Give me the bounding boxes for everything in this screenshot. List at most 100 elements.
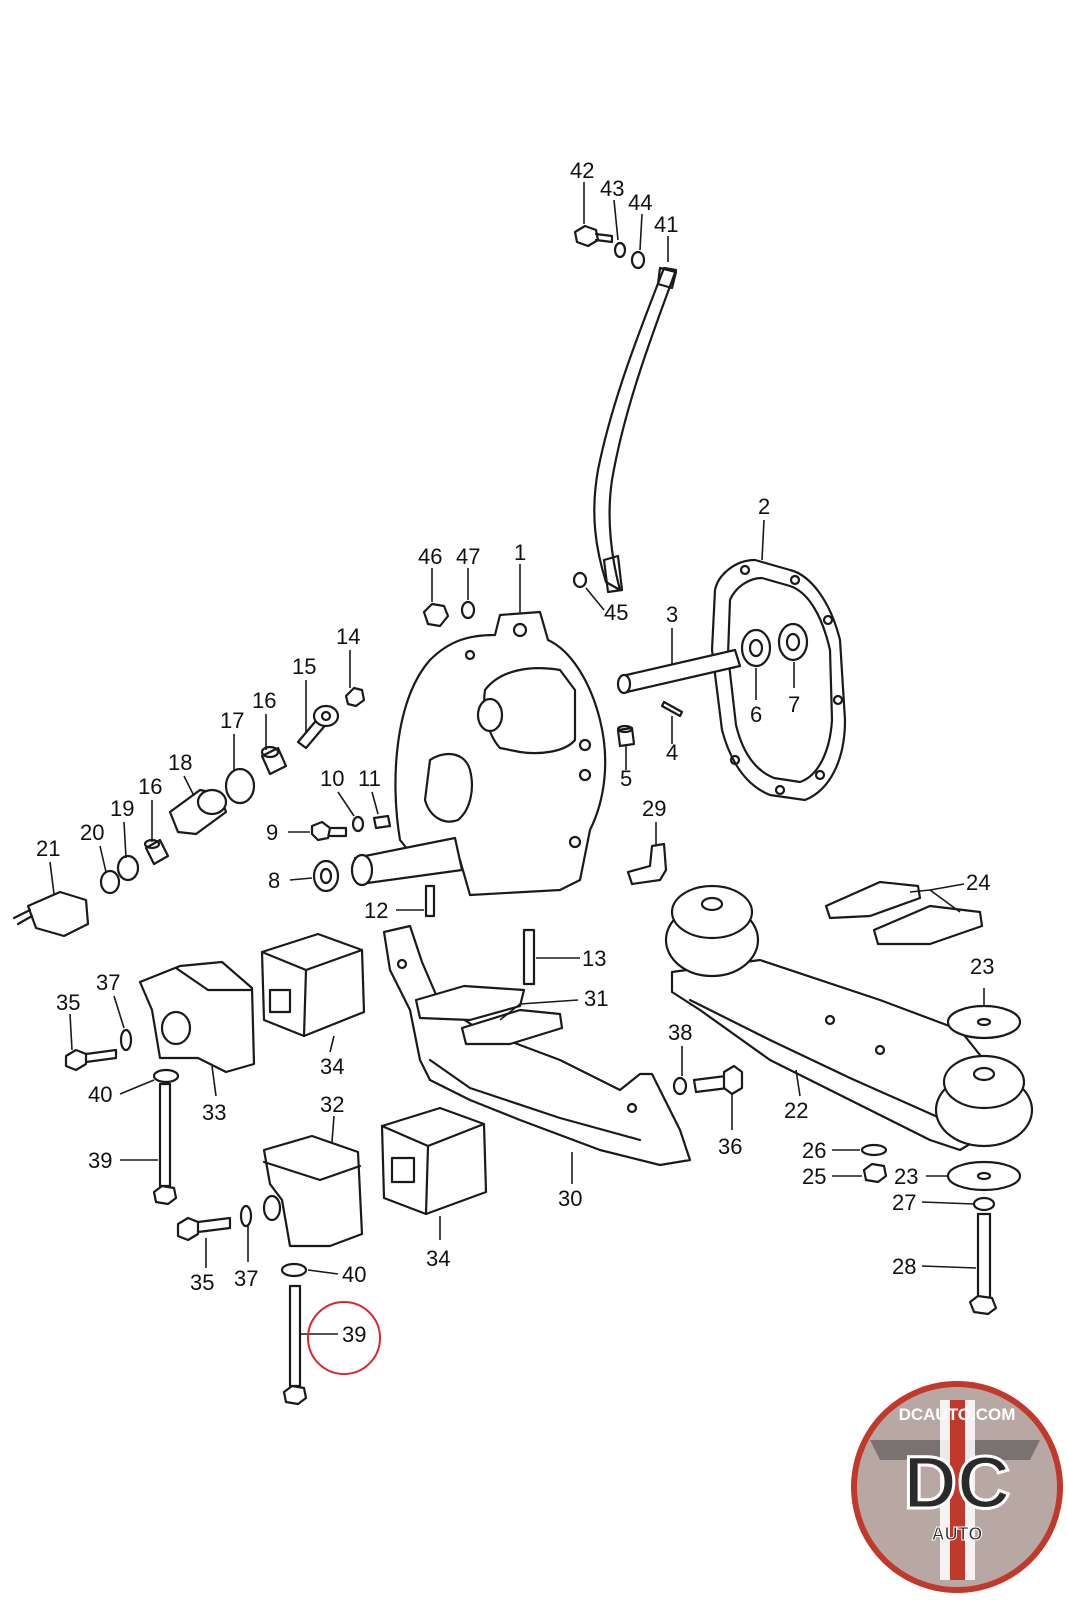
callout-41: 41 xyxy=(654,212,678,237)
engine-mount-bracket-33 xyxy=(138,960,256,1074)
bolt-35-bottom xyxy=(176,1216,232,1242)
callout-20: 20 xyxy=(80,820,104,845)
engine-mount-bracket-32 xyxy=(262,1134,364,1248)
stud-12 xyxy=(424,884,436,918)
seal-19 xyxy=(116,854,140,882)
shift-shaft xyxy=(616,648,742,695)
callout-34-top: 34 xyxy=(320,1054,344,1079)
callout-32: 32 xyxy=(320,1092,344,1117)
callout-37-top: 37 xyxy=(96,970,120,995)
transmission-cover-plate xyxy=(710,558,847,802)
callout-46: 46 xyxy=(418,544,442,569)
washer-40-top xyxy=(152,1068,180,1084)
callout-8: 8 xyxy=(268,868,280,893)
logo-url: DCAUTO.COM xyxy=(899,1405,1016,1424)
o-ring-17 xyxy=(224,767,256,805)
washer-26 xyxy=(860,1143,888,1157)
callout-18: 18 xyxy=(168,750,192,775)
callout-15: 15 xyxy=(292,654,316,679)
callout-29: 29 xyxy=(642,796,666,821)
sleeve-11 xyxy=(372,814,392,830)
washer-44 xyxy=(630,250,646,270)
callout-26: 26 xyxy=(802,1138,826,1163)
bolt-28 xyxy=(968,1212,998,1316)
callout-21: 21 xyxy=(36,836,60,861)
callout-19: 19 xyxy=(110,796,134,821)
callout-31: 31 xyxy=(584,986,608,1011)
callout-24: 24 xyxy=(966,870,990,895)
bushing-16-top xyxy=(260,745,288,776)
washer-43 xyxy=(613,241,627,259)
callout-4: 4 xyxy=(666,740,678,765)
callout-35-bottom: 35 xyxy=(190,1270,214,1295)
mounting-brackets-24 xyxy=(824,880,984,946)
bolt-39-top xyxy=(152,1082,178,1206)
bearing-seal-7 xyxy=(777,622,809,662)
washer-37-top xyxy=(119,1028,133,1052)
callout-labels: 42 43 44 41 2 46 47 1 45 3 6 7 14 15 16 … xyxy=(36,158,994,1347)
callout-17: 17 xyxy=(220,708,244,733)
logo-monogram: DC xyxy=(904,1441,1011,1524)
stud-13 xyxy=(522,928,536,986)
callout-36: 36 xyxy=(718,1134,742,1159)
callout-34-bottom: 34 xyxy=(426,1246,450,1271)
washer-45 xyxy=(572,571,588,589)
callout-39-top: 39 xyxy=(88,1148,112,1173)
leader-lines xyxy=(49,182,985,1335)
support-strap xyxy=(593,266,678,594)
engine-crossmember-22 xyxy=(670,958,1012,1152)
callout-44: 44 xyxy=(628,190,652,215)
callout-7: 7 xyxy=(788,692,800,717)
callout-6: 6 xyxy=(750,702,762,727)
callout-33: 33 xyxy=(202,1100,226,1125)
callout-23-top: 23 xyxy=(970,954,994,979)
callout-45: 45 xyxy=(604,600,628,625)
mount-disc-23-top xyxy=(946,1004,1022,1040)
callout-11: 11 xyxy=(358,766,381,791)
o-ring-20 xyxy=(99,869,121,895)
transmission-side-housing xyxy=(350,610,607,897)
mount-disc-23-bottom xyxy=(946,1160,1022,1192)
bolt-9 xyxy=(310,820,348,842)
plates-31 xyxy=(414,984,564,1046)
bushing-5 xyxy=(616,724,636,748)
callout-10: 10 xyxy=(320,766,344,791)
callout-5: 5 xyxy=(620,766,632,791)
speedo-cable-end-21 xyxy=(12,890,90,938)
callout-25: 25 xyxy=(802,1164,826,1189)
callout-35-top: 35 xyxy=(56,990,80,1015)
callout-39-bottom: 39 xyxy=(342,1322,366,1347)
callout-42: 42 xyxy=(570,158,594,183)
callout-27: 27 xyxy=(892,1190,916,1215)
rubber-mount-34-top xyxy=(260,932,366,1038)
bolt-35-top xyxy=(64,1048,118,1072)
breather-cap-14 xyxy=(344,686,366,708)
rubber-mount-34-bottom xyxy=(380,1106,488,1216)
callout-1: 1 xyxy=(514,540,526,565)
highlight-circle xyxy=(307,1301,381,1375)
callout-40-bottom: 40 xyxy=(342,1262,366,1287)
upper-pulley-mount xyxy=(664,884,760,978)
bearing-seal-6 xyxy=(740,628,772,668)
bolt-39-bottom xyxy=(282,1284,308,1406)
callout-13: 13 xyxy=(582,946,606,971)
nut-25 xyxy=(862,1162,888,1184)
bushing-16-bottom xyxy=(143,838,170,866)
lower-pulley-mount xyxy=(934,1054,1034,1148)
callout-23-bottom: 23 xyxy=(894,1164,918,1189)
bolt-36 xyxy=(692,1064,744,1096)
callout-3: 3 xyxy=(666,602,678,627)
callout-12: 12 xyxy=(364,898,388,923)
callout-9: 9 xyxy=(266,820,278,845)
washer-40-bottom xyxy=(280,1262,308,1278)
seal-8 xyxy=(312,859,340,893)
washer-10 xyxy=(351,815,365,833)
nut-46 xyxy=(422,602,450,628)
callout-2: 2 xyxy=(758,494,770,519)
washer-37-bottom xyxy=(239,1204,253,1228)
callout-43: 43 xyxy=(600,176,624,201)
dcauto-logo: DCAUTO.COM DC AUTO xyxy=(851,1381,1063,1593)
logo-subtext: AUTO xyxy=(932,1524,983,1544)
bracket-29 xyxy=(626,842,668,886)
